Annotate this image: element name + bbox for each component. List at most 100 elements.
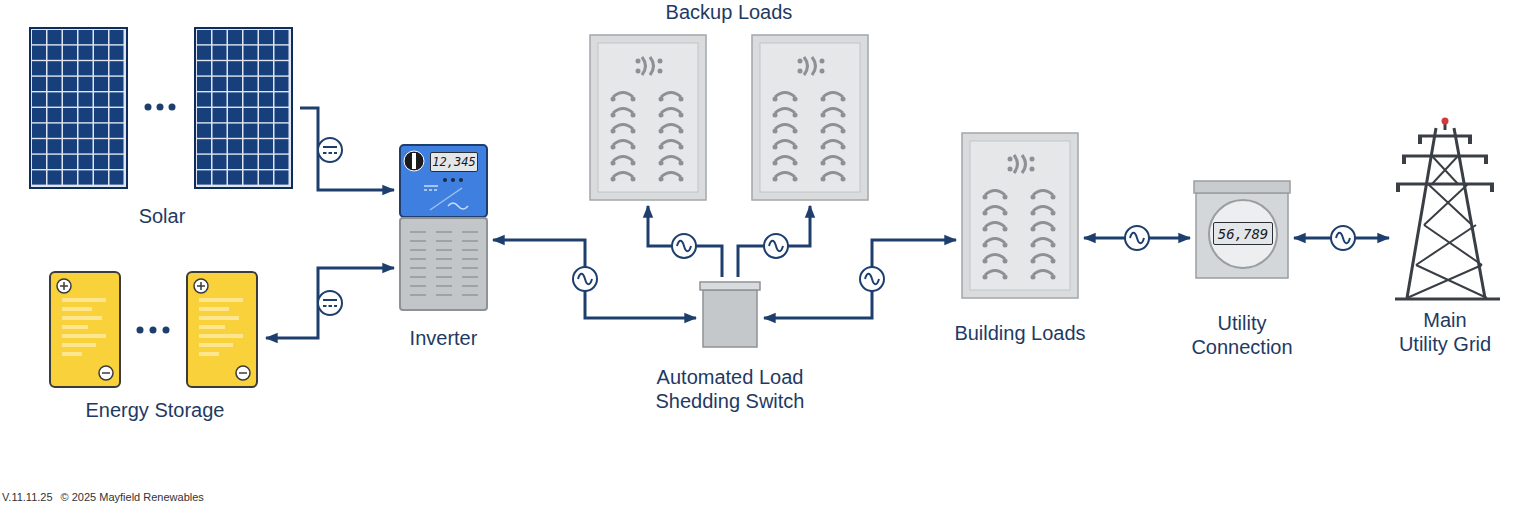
main-breaker xyxy=(1014,155,1026,173)
sine-wave xyxy=(1130,233,1144,244)
solar-cell xyxy=(197,77,211,91)
breaker-dot xyxy=(611,177,616,182)
breaker-dot xyxy=(820,69,825,74)
solar-cell xyxy=(275,124,289,138)
breaker-dot xyxy=(1030,157,1035,162)
ac-symbol xyxy=(1331,226,1355,250)
vent-slot xyxy=(462,276,478,278)
breaker-dot xyxy=(773,97,778,102)
breaker xyxy=(613,109,633,114)
solar-cell xyxy=(48,108,62,122)
breaker-dot xyxy=(821,177,826,182)
solar-cell xyxy=(213,170,227,184)
breaker-dot xyxy=(821,161,826,166)
battery-stripe xyxy=(199,352,219,356)
sine-wave xyxy=(1336,233,1350,244)
breaker xyxy=(775,125,795,130)
breaker xyxy=(1033,255,1053,260)
breaker-panel xyxy=(752,35,868,200)
breaker-dot xyxy=(841,129,846,134)
breaker-dot xyxy=(1051,243,1056,248)
breaker-dot xyxy=(679,97,684,102)
dc-mark xyxy=(424,189,438,191)
breaker xyxy=(775,173,795,178)
solar-cell xyxy=(94,170,108,184)
panel-inner xyxy=(970,141,1070,290)
breaker xyxy=(661,109,681,114)
diagram-node: Automated Load Shedding Switch xyxy=(700,281,760,349)
breaker-dot xyxy=(1003,275,1008,280)
breaker-dot xyxy=(611,113,616,118)
battery-terminal xyxy=(194,279,208,293)
symbol-ring xyxy=(1125,226,1149,250)
solar-cell xyxy=(275,155,289,169)
vent-slot xyxy=(410,249,426,251)
solar-cell xyxy=(79,30,93,44)
breaker-dot xyxy=(983,195,988,200)
breaker xyxy=(661,141,681,146)
solar-cell xyxy=(48,170,62,184)
breaker-dot xyxy=(1003,227,1008,232)
breaker xyxy=(985,207,1005,212)
solar-cell xyxy=(48,92,62,106)
solar-cell xyxy=(63,139,77,153)
solar-cell xyxy=(48,124,62,138)
solar-cell xyxy=(110,155,124,169)
breaker xyxy=(661,125,681,130)
solar-cell xyxy=(259,46,273,60)
ellipsis-dot xyxy=(169,104,176,111)
solar-cell xyxy=(213,92,227,106)
symbol-ring xyxy=(318,291,342,315)
breaker-dot xyxy=(821,129,826,134)
solar-cell xyxy=(79,61,93,75)
solar-cell xyxy=(197,30,211,44)
plus-sign xyxy=(197,282,205,290)
breaker-dot xyxy=(798,69,803,74)
breaker xyxy=(613,173,633,178)
solar-cell xyxy=(244,30,258,44)
breaker xyxy=(823,141,843,146)
breaker-dot xyxy=(658,59,663,64)
solar-cell xyxy=(228,30,242,44)
vent-slot xyxy=(436,285,452,287)
breaker-dot xyxy=(841,145,846,150)
breaker-dot xyxy=(679,113,684,118)
solar-cell xyxy=(94,139,108,153)
solar-cell xyxy=(244,139,258,153)
breaker-dot xyxy=(631,161,636,166)
breaker-dot xyxy=(983,227,988,232)
battery-details xyxy=(57,279,250,380)
meter-lid xyxy=(1194,181,1290,193)
ellipsis-dot xyxy=(150,327,157,334)
symbol-ring xyxy=(860,267,884,291)
inverter-body xyxy=(400,145,487,310)
breaker xyxy=(661,93,681,98)
ellipsis-dot xyxy=(137,327,144,334)
solar-cell xyxy=(275,77,289,91)
transmission-tower xyxy=(1395,122,1500,299)
breaker xyxy=(661,157,681,162)
solar-cell xyxy=(32,77,46,91)
solar-cell xyxy=(228,124,242,138)
solar-cell xyxy=(32,92,46,106)
vent-slot xyxy=(436,267,452,269)
solar-cell xyxy=(110,61,124,75)
breaker-dot xyxy=(1051,275,1056,280)
solar-cell xyxy=(94,124,108,138)
breaker-dot xyxy=(1051,211,1056,216)
solar-cell xyxy=(32,170,46,184)
node-caption: Solar xyxy=(62,204,262,228)
breaker-dot xyxy=(636,69,641,74)
breaker xyxy=(823,125,843,130)
solar-cell xyxy=(244,155,258,169)
battery xyxy=(50,272,120,387)
diagram-node: 12,345Inverter xyxy=(398,143,489,312)
solar-cell xyxy=(32,30,46,44)
plus-sign xyxy=(60,282,68,290)
breaker-dot xyxy=(983,275,988,280)
solar-cell xyxy=(244,77,258,91)
solar-cell xyxy=(48,61,62,75)
solar-cell xyxy=(94,61,108,75)
ellipsis-dot xyxy=(163,327,170,334)
solar-cell xyxy=(244,46,258,60)
